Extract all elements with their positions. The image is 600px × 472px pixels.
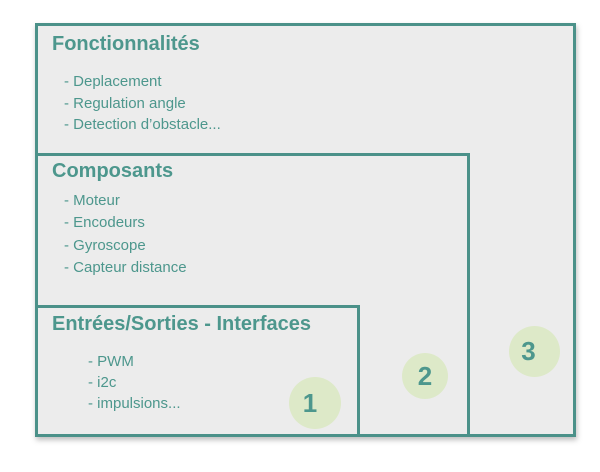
list-item: - Detection d’obstacle... [64,116,221,134]
list-item: - PWM [88,353,134,370]
list-item: - i2c [88,374,117,391]
list-item: - Encodeurs [64,214,145,232]
list-item: - impulsions... [88,395,181,412]
list-item: - Gyroscope [64,236,146,254]
box-title-composants: Composants [52,160,174,182]
box-title-entrees-sorties: Entrées/Sorties - Interfaces [52,313,311,335]
entrees-sorties-item-list: - PWM - i2c - impulsions... [88,351,181,414]
composants-item-list: - Moteur - Encodeurs - Gyroscope - Capte… [64,190,187,279]
badge-2: 2 [402,353,448,399]
list-item: - Regulation angle [64,94,186,112]
fonctionnalites-item-list: - Deplacement - Regulation angle - Detec… [64,71,221,136]
list-item: - Moteur [64,192,120,209]
badge-1: 1 [289,377,341,429]
list-item: - Capteur distance [64,258,187,276]
badge-3: 3 [509,326,560,377]
box-title-fonctionnalites: Fonctionnalités [52,33,200,55]
list-item: - Deplacement [64,73,162,90]
